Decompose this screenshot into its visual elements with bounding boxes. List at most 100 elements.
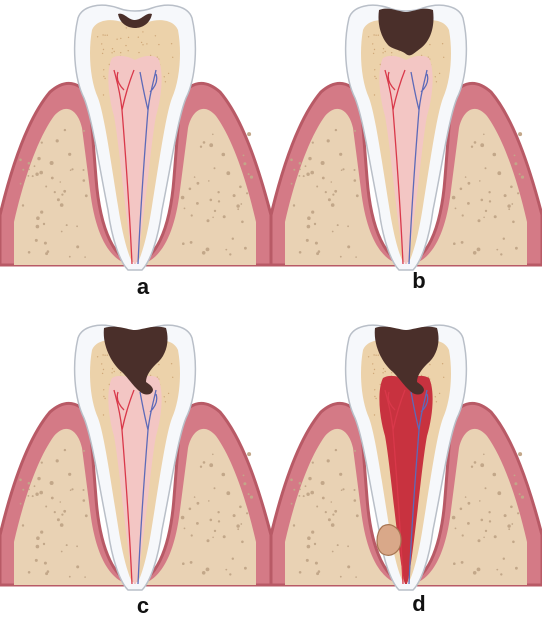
bone-speckle [485,210,487,212]
bone-speckle [485,530,487,532]
bone-speckle [331,203,335,207]
bone-speckle [226,171,230,175]
dentin-speckle [111,52,112,53]
bone-speckle [45,186,47,188]
dentin-speckle [443,377,444,378]
bone-speckle [84,256,86,258]
bone-speckle [460,188,463,191]
bone-speckle [515,247,518,250]
bone-speckle [64,129,66,131]
dentin-speckle [374,94,375,95]
bone-speckle [206,248,210,252]
bone-speckle [307,536,311,540]
bone-speckle [316,506,318,508]
bone-speckle [307,216,311,220]
bone-speckle [467,202,470,205]
bone-speckle [461,561,464,564]
bone-speckle [465,496,467,498]
bone-speckle [293,489,295,491]
bone-speckle [315,562,318,565]
bone-speckle [28,482,31,485]
bone-speckle [83,489,85,491]
dentin-speckle [155,35,156,36]
dentin-speckle [104,398,105,399]
bone-speckle [200,466,202,468]
bone-speckle [299,489,301,491]
bone-speckle [311,531,314,534]
dentin-speckle [103,49,104,50]
bone-speckle [332,514,334,516]
abscess [377,525,401,555]
bone-speckle [455,528,457,530]
bone-speckle [237,528,239,530]
bone-speckle [212,217,214,219]
bone-speckle [452,516,456,520]
bone-speckle [189,188,192,191]
dentin-speckle [141,42,142,43]
dentin-speckle [378,355,379,356]
dentin-speckle [102,373,103,374]
bone-speckle [306,173,309,176]
bone-speckle [514,155,516,157]
bone-speckle [299,482,302,485]
bone-speckle [473,571,477,575]
bone-speckle [335,129,337,131]
bone-speckle [461,241,464,244]
dentin-speckle [97,356,98,357]
bone-speckle [519,173,521,175]
bone-speckle [299,162,302,165]
bone-speckle [28,162,31,165]
bone-speckle [308,477,311,480]
bone-speckle [293,204,295,206]
bone-speckle [515,567,518,570]
bone-speckle [28,169,30,171]
bone-speckle [510,506,513,509]
bone-speckle [321,481,325,485]
bone-speckle [63,510,66,513]
dentin-speckle [164,76,165,77]
bone-speckle [39,491,43,495]
stage-c-panel: c [0,320,271,620]
bone-speckle [290,159,293,162]
bone-speckle [510,186,513,189]
bone-speckle [517,192,519,194]
dentin-speckle [375,78,376,79]
bone-speckle [308,157,311,160]
dentin-speckle [378,35,379,36]
bone-speckle [36,216,40,220]
bone-speckle [354,179,357,182]
dentin-speckle [443,57,444,58]
bone-speckle [32,495,34,497]
bone-speckle [28,489,30,491]
bone-speckle [206,568,210,572]
bone-speckle [84,576,86,578]
bone-speckle [225,249,227,251]
bone-speckle [28,251,31,254]
bone-speckle [83,130,85,132]
dentin-speckle [107,355,108,356]
bone-speckle [181,196,185,200]
bone-speckle [347,545,349,547]
dentin-speckle [128,50,129,51]
bone-speckle [189,508,192,511]
dentin-speckle [125,45,126,46]
bone-speckle [342,488,344,490]
dentin-speckle [385,51,386,52]
bone-speckle [512,541,515,544]
bone-speckle [225,569,227,571]
dentin-speckle [439,73,440,74]
dentin-speckle [111,372,112,373]
bone-speckle [497,491,501,495]
dentin-speckle [120,52,121,53]
bone-speckle [54,191,56,193]
bone-speckle [347,245,350,248]
bone-speckle [325,511,327,513]
dentin-speckle [114,371,115,372]
bone-speckle [303,175,305,177]
bone-speckle [354,130,356,132]
bone-speckle [347,225,349,227]
bone-speckle [40,531,43,534]
bone-speckle [347,565,350,568]
bone-speckle [243,475,245,477]
bone-speckle [514,475,516,477]
